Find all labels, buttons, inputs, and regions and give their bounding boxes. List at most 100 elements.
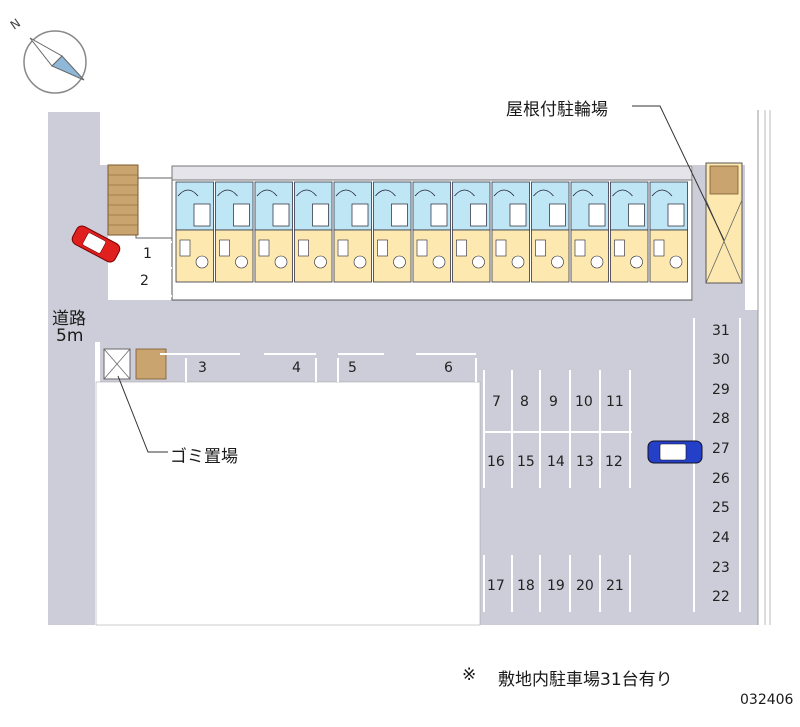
empty-parcel: [95, 381, 481, 626]
spot-31: 31: [712, 323, 730, 339]
table-icon: [195, 255, 209, 269]
stall-lines: [108, 241, 741, 612]
spot-5: 5: [348, 360, 357, 376]
property-code: 032406: [740, 692, 794, 708]
spot-30: 30: [712, 352, 730, 368]
table-icon: [630, 255, 643, 269]
table-icon: [590, 255, 604, 269]
furniture-icon: [574, 239, 586, 257]
bathtub-icon: [391, 203, 408, 227]
bathtub-icon: [549, 203, 566, 227]
compass-icon: N: [8, 16, 87, 94]
table-icon: [432, 255, 446, 269]
furniture-icon: [219, 239, 230, 257]
red-car-icon: [71, 225, 121, 263]
table-icon: [551, 255, 564, 269]
door-icon: [256, 189, 278, 197]
spot-3: 3: [198, 360, 207, 376]
spot-16: 16: [487, 454, 505, 470]
spot-21: 21: [606, 578, 624, 594]
spot-24: 24: [712, 530, 730, 546]
table-icon: [314, 255, 327, 269]
bathtub-icon: [272, 203, 290, 227]
bathtub-icon: [509, 203, 527, 227]
parking-lot: [100, 165, 758, 625]
bathtub-icon: [193, 203, 211, 227]
furniture-icon: [258, 239, 270, 257]
door-icon: [612, 189, 633, 197]
note-mark: ※: [462, 665, 477, 685]
door-icon: [335, 189, 357, 197]
spot-13: 13: [576, 454, 594, 470]
furniture-icon: [179, 239, 191, 257]
spot-17: 17: [487, 578, 505, 594]
spot-20: 20: [576, 578, 594, 594]
door-icon: [375, 189, 396, 197]
spot-14: 14: [547, 454, 565, 470]
door-icon: [296, 189, 317, 197]
spot-15: 15: [517, 454, 535, 470]
furniture-icon: [298, 239, 309, 257]
door-icon: [572, 189, 594, 197]
table-icon: [511, 255, 525, 269]
road-width-label: 5m: [56, 326, 84, 346]
spot-1: 1: [143, 246, 152, 262]
table-icon: [235, 255, 248, 269]
spot-9: 9: [549, 394, 558, 410]
bathtub-icon: [588, 203, 606, 227]
spot-28: 28: [712, 411, 730, 427]
table-icon: [393, 255, 406, 269]
note-text: 敷地内駐車場31台有り: [498, 670, 673, 690]
furniture-icon: [614, 239, 625, 257]
door-icon: [217, 189, 238, 197]
table-icon: [274, 255, 288, 269]
spot-22: 22: [712, 589, 730, 605]
spot-7: 7: [492, 394, 501, 410]
road-label: 道路: [52, 309, 86, 329]
furniture-icon: [456, 239, 467, 257]
blue-car-icon: [647, 440, 703, 464]
door-icon: [177, 189, 199, 197]
furniture-icon: [535, 239, 546, 257]
spot-4: 4: [292, 360, 301, 376]
bathtub-icon: [628, 203, 645, 227]
bathtub-icon: [351, 203, 369, 227]
unit-row: [175, 181, 688, 283]
garbage-label: ゴミ置場: [170, 447, 238, 467]
door-icon: [533, 189, 554, 197]
spot-2: 2: [140, 273, 149, 289]
bathtub-icon: [233, 203, 250, 227]
bathtub-icon: [667, 203, 685, 227]
bicycle-parking-label: 屋根付駐輪場: [506, 100, 608, 120]
spot-6: 6: [444, 360, 453, 376]
furniture-icon: [416, 239, 428, 257]
spot-27: 27: [712, 441, 730, 457]
table-icon: [353, 255, 367, 269]
door-icon: [414, 189, 436, 197]
spot-23: 23: [712, 560, 730, 576]
door-icon: [651, 189, 673, 197]
spot-19: 19: [547, 578, 565, 594]
furniture-icon: [377, 239, 388, 257]
spot-8: 8: [520, 394, 529, 410]
hedge-pattern: [108, 174, 138, 226]
table-icon: [472, 255, 485, 269]
table-icon: [669, 255, 683, 269]
furniture-icon: [495, 239, 507, 257]
spot-10: 10: [575, 394, 593, 410]
bathtub-icon: [430, 203, 448, 227]
spot-12: 12: [605, 454, 623, 470]
spot-29: 29: [712, 382, 730, 398]
bathtub-icon: [470, 203, 487, 227]
spot-18: 18: [517, 578, 535, 594]
furniture-icon: [653, 239, 665, 257]
road: [48, 112, 100, 625]
spot-25: 25: [712, 500, 730, 516]
svg-text:N: N: [8, 16, 23, 33]
bathtub-icon: [312, 203, 329, 227]
spot-11: 11: [606, 394, 624, 410]
spot-26: 26: [712, 471, 730, 487]
furniture-icon: [337, 239, 349, 257]
door-icon: [454, 189, 475, 197]
